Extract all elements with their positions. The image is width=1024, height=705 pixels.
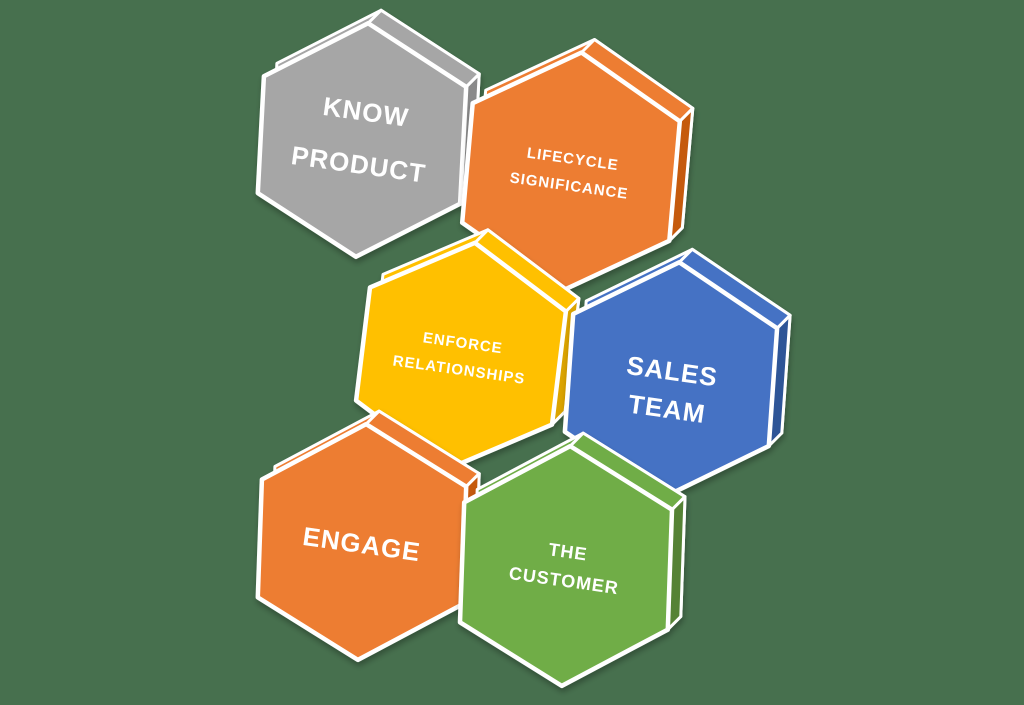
hexagon-lifecycle-significance: LIFECYCLESIGNIFICANCE bbox=[459, 38, 695, 294]
hexagon-front-face bbox=[457, 443, 675, 689]
hexagon-front-face bbox=[255, 421, 469, 663]
hexagon-sales-team: SALESTEAM bbox=[562, 247, 792, 500]
hexagon-front-face bbox=[255, 20, 469, 260]
hexagon-know-product: KNOWPRODUCT bbox=[255, 8, 481, 260]
hexagon-engage: ENGAGE bbox=[255, 409, 481, 663]
hexagon-enforce-relationships: ENFORCERELATIONSHIPS bbox=[353, 228, 581, 472]
hexagon-the-customer: THECUSTOMER bbox=[457, 431, 687, 689]
